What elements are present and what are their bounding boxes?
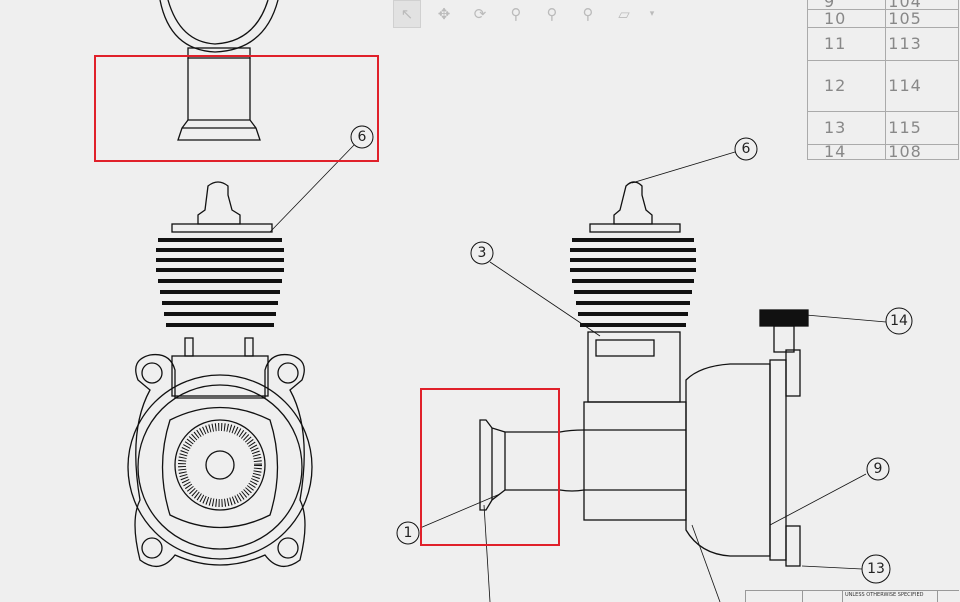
dropdown-icon[interactable]: ▾: [649, 9, 655, 19]
title-block-note: UNLESS OTHERWISE SPECIFIED: [845, 592, 924, 598]
balloon-6-left[interactable]: [350, 125, 374, 149]
balloon-label: 1: [404, 525, 413, 541]
leader-lines: [269, 143, 887, 602]
balloon-14[interactable]: [885, 307, 913, 335]
pan-icon[interactable]: ✥: [437, 5, 451, 23]
balloon-label: 6: [358, 129, 367, 145]
balloon-label: 3: [478, 245, 487, 261]
rotate-icon[interactable]: ⟳: [473, 5, 487, 23]
side-view: [479, 181, 809, 567]
front-view: [127, 181, 313, 567]
zoom-to-fit-icon[interactable]: ⚲: [510, 5, 522, 23]
select-icon[interactable]: ↖: [393, 0, 421, 28]
zoom-in-out-icon[interactable]: ⚲: [582, 5, 594, 23]
balloon-label: 6: [742, 141, 751, 157]
view-orientation-icon[interactable]: ▱: [618, 5, 630, 23]
balloon-label: 13: [867, 561, 885, 577]
balloon-13[interactable]: [861, 554, 891, 584]
balloon-label: 9: [874, 461, 883, 477]
title-block: UNLESS OTHERWISE SPECIFIED: [745, 590, 959, 602]
balloon-label: 14: [890, 313, 908, 329]
balloon-1[interactable]: [396, 521, 420, 545]
highlight-box-top: [94, 55, 379, 162]
zoom-to-area-icon[interactable]: ⚲: [546, 5, 558, 23]
balloon-9[interactable]: [866, 457, 890, 481]
highlight-box-bottom: [420, 388, 560, 546]
balloon-6-right[interactable]: [734, 137, 758, 161]
heads-up-toolbar: ↖ ✥ ⟳ ⚲ ⚲ ⚲ ▱ ▾: [393, 0, 657, 28]
balloon-3[interactable]: [470, 241, 494, 265]
top-view-partial: [159, 0, 279, 141]
